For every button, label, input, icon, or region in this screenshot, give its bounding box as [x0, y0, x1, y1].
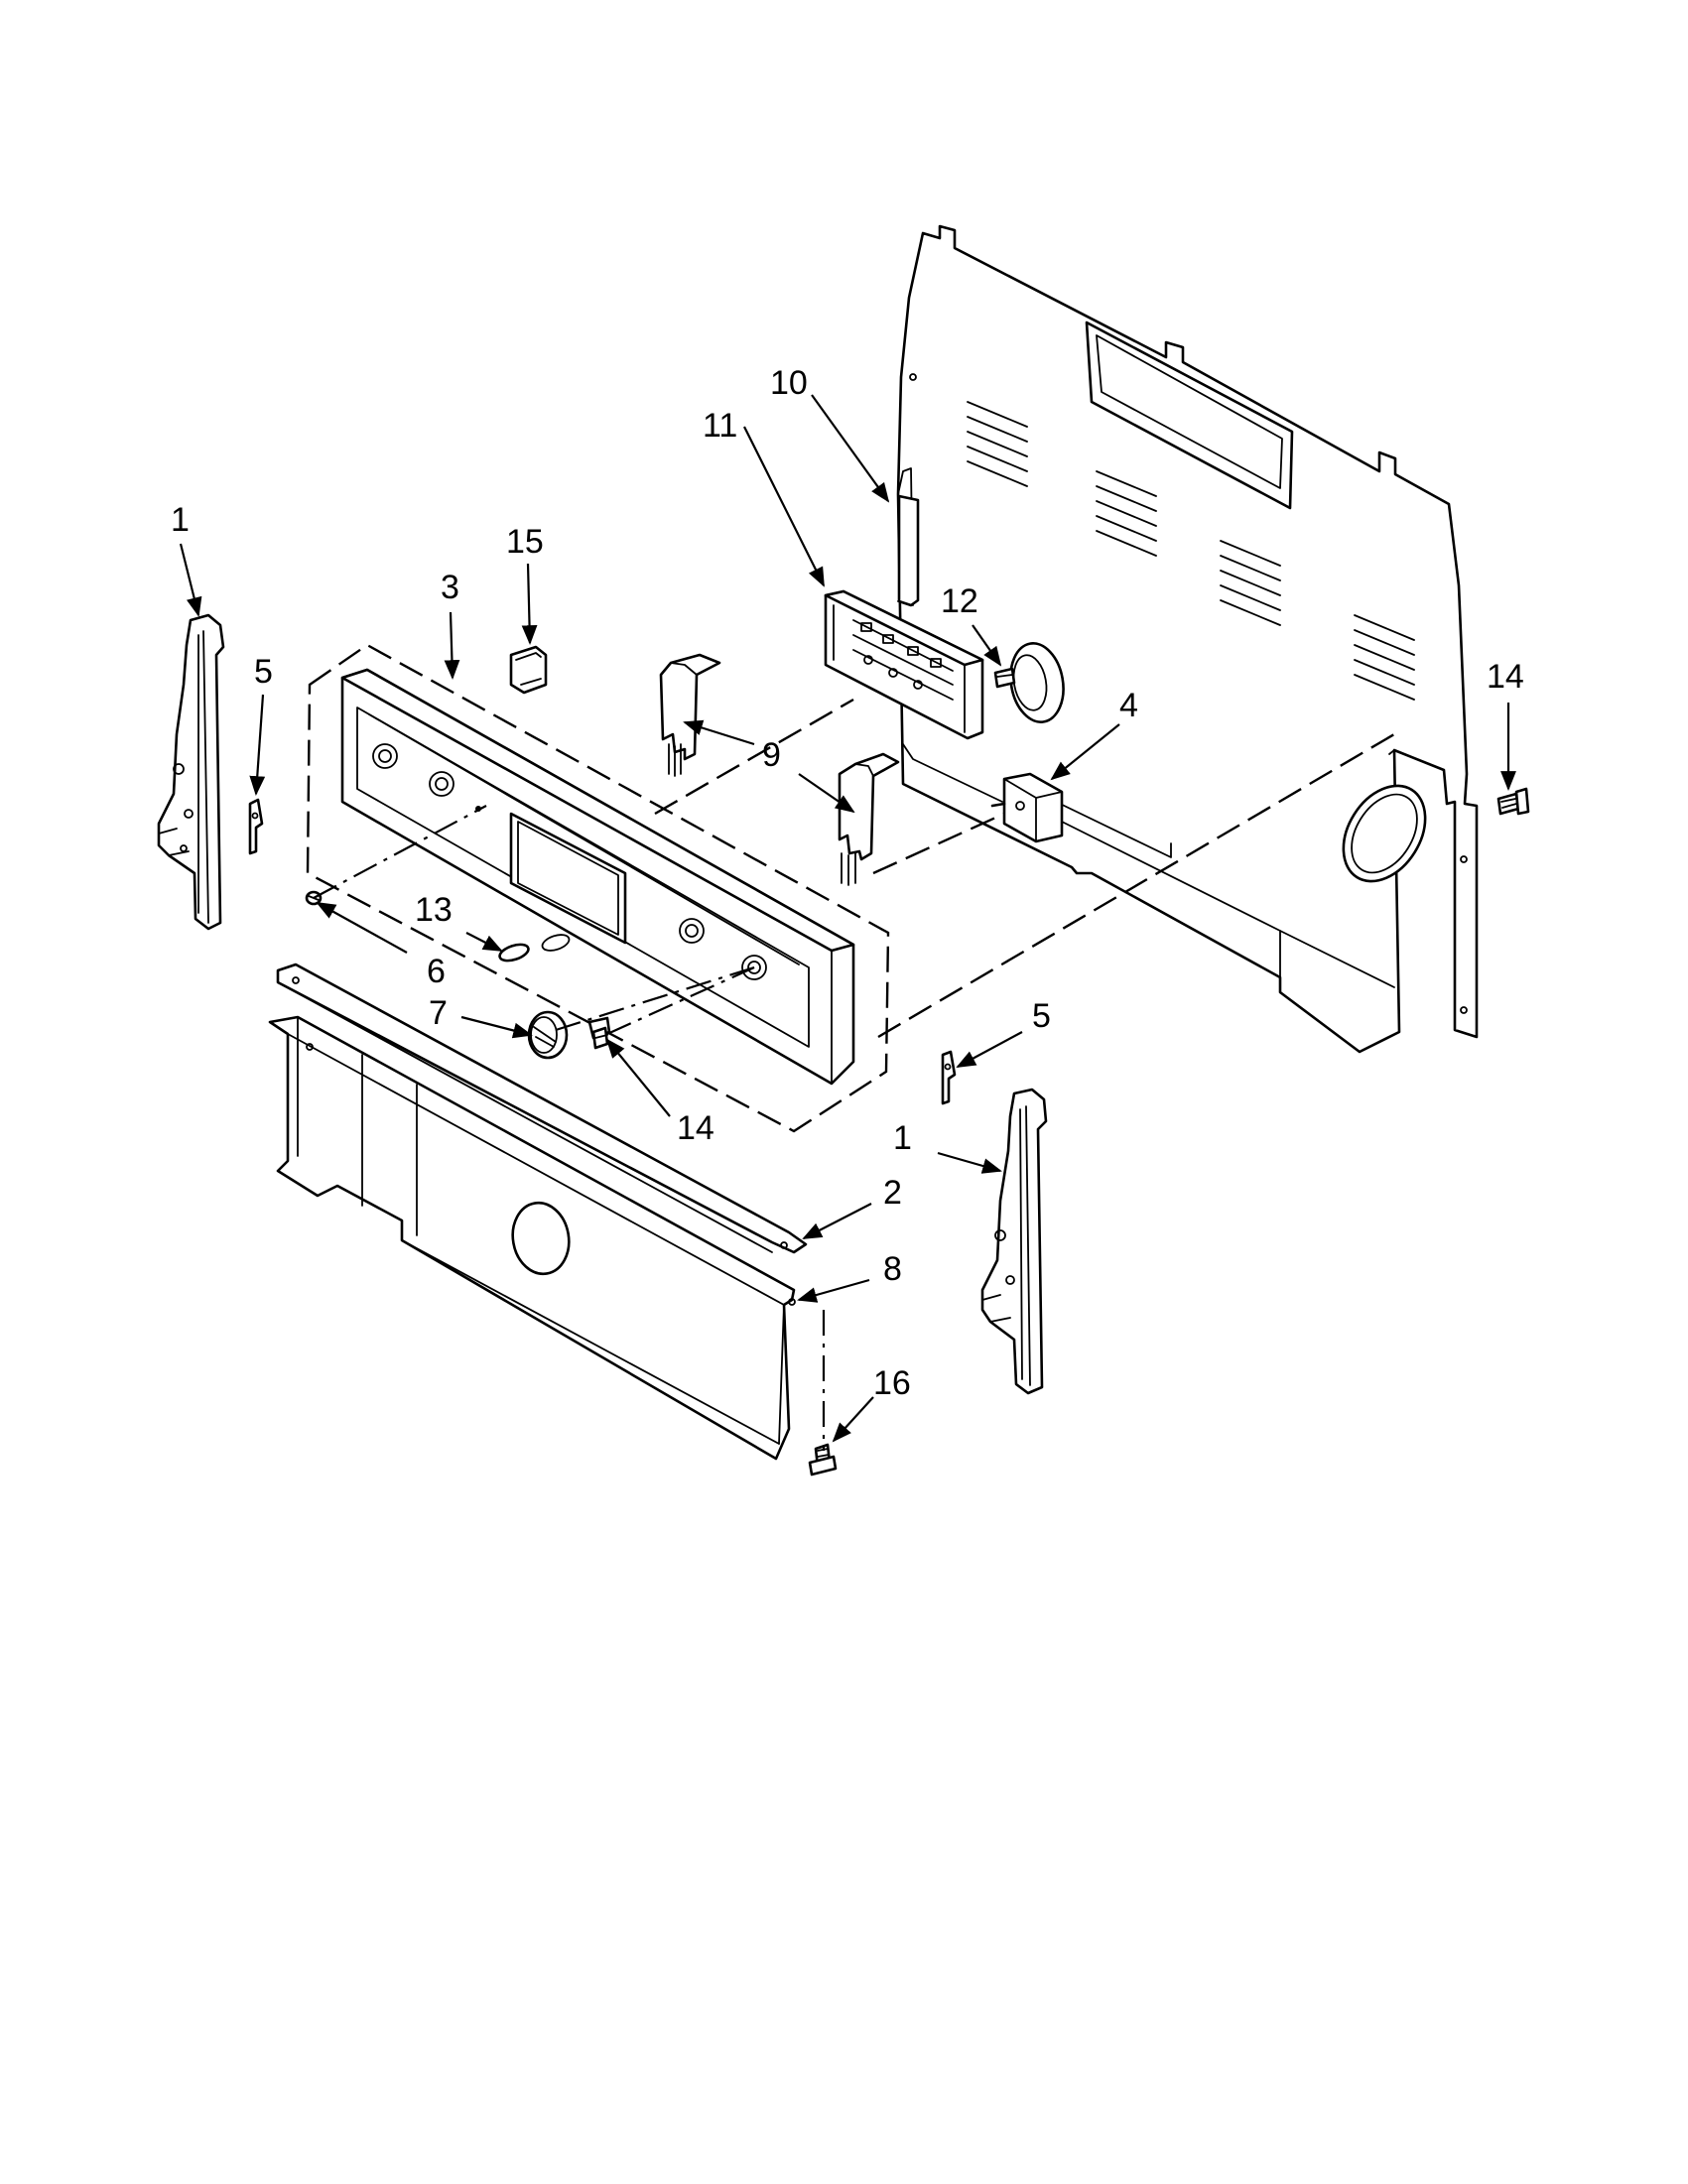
- rear-panel: [896, 224, 1479, 1054]
- callout-label: 5: [254, 653, 273, 691]
- trim-9-lower: [838, 752, 900, 886]
- callout-label: 8: [883, 1250, 902, 1288]
- callout-label: 9: [762, 736, 781, 774]
- control-cover-12: [993, 642, 1065, 723]
- leader-lines: [179, 394, 1516, 1443]
- manifold-panel-8: [268, 1015, 796, 1461]
- callout-label: 3: [441, 569, 459, 606]
- louver-group-1: [967, 401, 1028, 487]
- louver-group-3: [1220, 540, 1281, 626]
- manifold-opening: [511, 1201, 571, 1276]
- knob-7: [527, 1010, 569, 1060]
- switch-block-4: [990, 772, 1064, 843]
- callout-label: 12: [941, 582, 978, 620]
- end-cap-1-right: [980, 1088, 1048, 1395]
- clip-15: [509, 645, 548, 695]
- callout-labels: 1 5 15 3 11 10 12 9 4 14 13 6 7 14 5 1 2…: [171, 364, 1524, 1402]
- part-10-bracket: [897, 494, 920, 607]
- callout-label: 14: [1487, 658, 1524, 696]
- bracket-5-left: [248, 798, 264, 855]
- top-trim-2: [276, 963, 808, 1254]
- end-cap-1-left: [157, 613, 225, 931]
- callout-label: 1: [171, 501, 190, 539]
- callout-label: 2: [883, 1174, 902, 1212]
- electronic-control: [824, 589, 984, 740]
- louver-group-2: [1096, 470, 1157, 557]
- callout-label: 15: [506, 523, 544, 561]
- callout-label: 16: [873, 1364, 911, 1402]
- trim-9-upper: [659, 653, 721, 777]
- screw-16: [808, 1443, 838, 1477]
- callout-label: 5: [1032, 997, 1051, 1035]
- callout-label: 7: [429, 994, 448, 1032]
- callout-label: 6: [427, 953, 446, 990]
- oval-opening: [1342, 784, 1427, 883]
- screw-14-lower: [587, 1016, 611, 1050]
- louver-group-4: [1354, 614, 1415, 701]
- callout-label: 14: [677, 1109, 714, 1147]
- control-panel-3: [340, 668, 855, 1086]
- display-window: [509, 812, 627, 945]
- assembly-lines: [313, 698, 1395, 1451]
- part-3-assembly-boundary: [306, 643, 890, 1133]
- callout-label: 1: [893, 1119, 912, 1157]
- screw-14-right: [1496, 787, 1530, 816]
- callout-label: 13: [415, 891, 453, 929]
- callout-label: 11: [703, 407, 737, 445]
- callout-label: 4: [1119, 687, 1138, 724]
- callout-label: 10: [770, 364, 808, 402]
- bracket-5-right: [941, 1050, 957, 1105]
- badge-13: [498, 943, 530, 963]
